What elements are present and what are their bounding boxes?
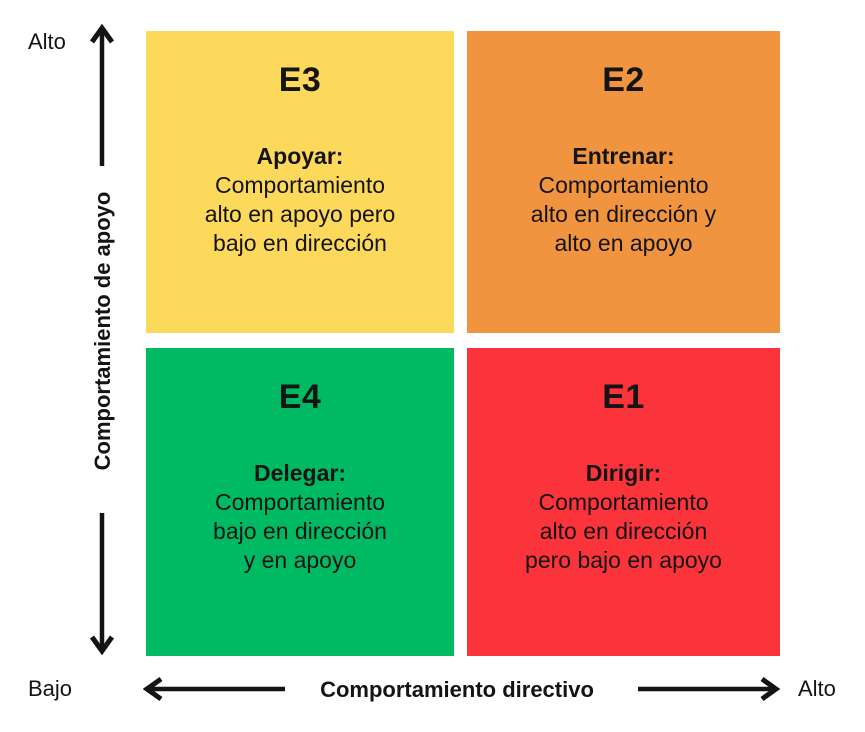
quadrant-e1-line-2: alto en dirección xyxy=(539,518,708,544)
x-axis-left-arrow-icon xyxy=(143,676,285,702)
quadrant-e2: E2 Entrenar: Comportamiento alto en dire… xyxy=(467,31,780,333)
y-axis-down-arrow-icon xyxy=(89,513,115,655)
quadrant-e3-code: E3 xyxy=(278,61,322,99)
quadrant-e3-description: Apoyar: Comportamiento alto en apoyo per… xyxy=(146,142,454,258)
y-axis-high-label: Alto xyxy=(28,29,66,54)
quadrant-e4-line-1: Comportamiento xyxy=(214,489,386,515)
quadrant-e4: E4 Delegar: Comportamiento bajo en direc… xyxy=(146,348,454,656)
quadrant-e1-line-1: Comportamiento xyxy=(538,489,709,515)
x-axis-low-label: Bajo xyxy=(28,676,73,701)
quadrant-e4-style-name: Delegar: xyxy=(253,460,347,486)
y-axis-up-arrow-icon xyxy=(89,24,115,166)
quadrant-e2-style-name: Entrenar: xyxy=(572,143,675,169)
quadrant-e1-line-3: pero bajo en apoyo xyxy=(525,547,722,573)
x-axis-title: Comportamiento directivo xyxy=(320,677,594,702)
x-axis-high-label: Alto xyxy=(798,676,836,701)
quadrant-e3: E3 Apoyar: Comportamiento alto en apoyo … xyxy=(146,31,454,333)
quadrant-e3-line-3: bajo en dirección xyxy=(213,230,387,256)
quadrant-e2-description: Entrenar: Comportamiento alto en direcci… xyxy=(467,142,780,258)
quadrant-e2-line-1: Comportamiento xyxy=(538,172,709,198)
quadrant-e4-description: Delegar: Comportamiento bajo en direcció… xyxy=(146,459,454,575)
quadrant-e2-line-2: alto en dirección y xyxy=(530,201,717,227)
quadrant-e1-description: Dirigir: Comportamiento alto en direcció… xyxy=(467,459,780,575)
quadrant-e4-code: E4 xyxy=(278,378,322,416)
quadrant-e1: E1 Dirigir: Comportamiento alto en direc… xyxy=(467,348,780,656)
x-axis-right-arrow-icon xyxy=(638,676,780,702)
quadrant-e1-code: E1 xyxy=(602,378,645,416)
quadrant-e1-style-name: Dirigir: xyxy=(585,460,662,486)
quadrant-e2-code: E2 xyxy=(602,61,645,99)
quadrant-e2-line-3: alto en apoyo xyxy=(554,230,693,256)
quadrant-e4-line-2: bajo en dirección xyxy=(213,518,387,544)
quadrant-e4-line-3: y en apoyo xyxy=(243,547,357,573)
quadrant-e3-style-name: Apoyar: xyxy=(256,143,344,169)
quadrant-e3-line-2: alto en apoyo pero xyxy=(204,201,396,227)
quadrant-e3-line-1: Comportamiento xyxy=(214,172,386,198)
y-axis-title: Comportamiento de apoyo xyxy=(90,191,115,471)
